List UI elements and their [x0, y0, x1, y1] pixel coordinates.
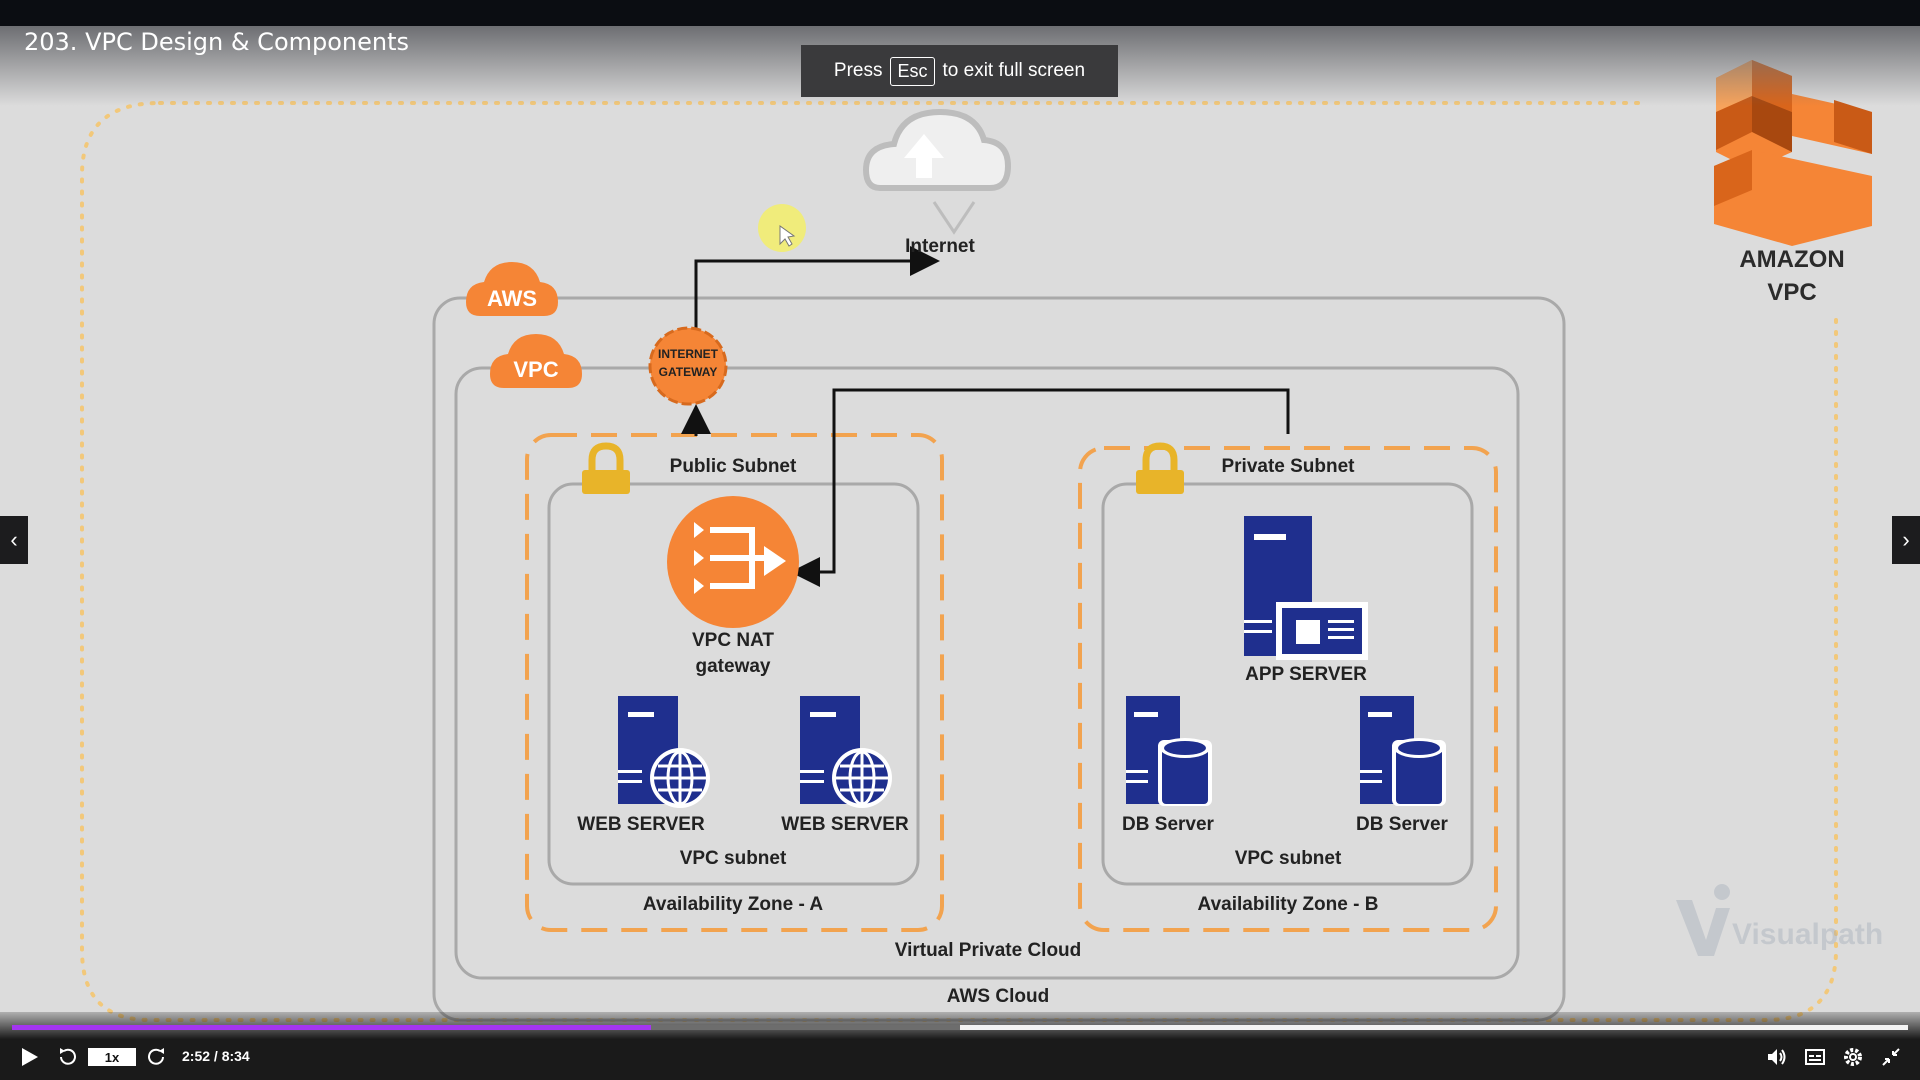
internet-label: Internet: [905, 236, 975, 257]
app-server-icon: [1244, 516, 1368, 660]
progress-played: [12, 1025, 651, 1030]
az-b-label: Availability Zone - B: [1197, 894, 1379, 915]
video-title: 203. VPC Design & Components: [24, 28, 410, 56]
nat-label-line2: gateway: [695, 656, 771, 677]
volume-button[interactable]: [1764, 1044, 1790, 1070]
aws-badge-label: AWS: [486, 286, 538, 311]
web-server-2-label: WEB SERVER: [781, 814, 909, 835]
db-server-icon: [1126, 696, 1212, 806]
playback-rate-button[interactable]: 1x: [88, 1048, 136, 1066]
subnet-a-box: [547, 482, 920, 886]
brand-line1: AMAZON: [1739, 246, 1845, 273]
next-lecture-button[interactable]: ›: [1892, 516, 1920, 564]
public-subnet-lock-icon: [582, 442, 630, 494]
rewind-icon: [60, 1048, 76, 1065]
vpc-badge-cloud: [490, 334, 582, 388]
internet-cloud-icon: [862, 108, 1012, 235]
captions-icon: [1805, 1049, 1825, 1065]
vpc-subnet-b-label: VPC subnet: [1234, 848, 1342, 869]
watermark-text: Visualpath: [1732, 918, 1884, 951]
chevron-left-icon: ‹: [10, 527, 18, 552]
fullscreen-toast: Press Esc to exit full screen: [801, 45, 1118, 97]
az-b-box: [1078, 446, 1498, 932]
gear-icon: [1844, 1048, 1862, 1066]
brand-line2: VPC: [1767, 279, 1817, 306]
settings-button[interactable]: [1840, 1044, 1866, 1070]
volume-icon: [1768, 1049, 1786, 1065]
vpc-badge-label: VPC: [513, 357, 559, 382]
esc-key-label: Esc: [890, 56, 935, 86]
player-controls: [0, 1012, 1920, 1080]
igw-label-line2: GATEWAY: [658, 365, 718, 379]
nat-label-line1: VPC NAT: [692, 630, 774, 651]
web-server-1-label: WEB SERVER: [577, 814, 705, 835]
private-subnet-label: Private Subnet: [1221, 456, 1355, 477]
watermark-logo: Visualpath: [1672, 880, 1892, 960]
private-subnet-lock-icon: [1136, 442, 1184, 494]
public-subnet-label: Public Subnet: [669, 456, 797, 477]
time-display: 2:52 / 8:34: [182, 1048, 250, 1064]
forward-icon: [148, 1048, 164, 1065]
igw-to-internet-arrow: [694, 246, 940, 330]
web-server-icon: [618, 696, 710, 808]
rewind-button[interactable]: [54, 1044, 80, 1070]
cursor-pointer-icon: [779, 225, 796, 247]
igw-label-line1: INTERNET: [658, 347, 718, 361]
vpc-subnet-a-label: VPC subnet: [679, 848, 787, 869]
aws-cloud-label: AWS Cloud: [946, 986, 1050, 1007]
toast-text-after: to exit full screen: [942, 60, 1086, 81]
exit-fullscreen-button[interactable]: [1878, 1044, 1904, 1070]
db-server-1-label: DB Server: [1122, 814, 1214, 835]
watermark-v-icon: [1676, 884, 1730, 956]
web-server-icon: [800, 696, 892, 808]
az-a-label: Availability Zone - A: [642, 894, 824, 915]
az-a-box: [525, 433, 944, 932]
slide-dotted-border: [80, 101, 1838, 1022]
top-bar: [0, 0, 1920, 26]
progress-bar[interactable]: [12, 1025, 1908, 1030]
play-button[interactable]: [16, 1044, 42, 1070]
play-icon: [22, 1048, 38, 1066]
db-server-2-label: DB Server: [1356, 814, 1448, 835]
vpc-box: [454, 366, 1520, 980]
chevron-right-icon: ›: [1902, 527, 1910, 552]
app-server-label: APP SERVER: [1245, 664, 1367, 685]
toast-text-before: Press: [833, 60, 883, 81]
previous-lecture-button[interactable]: ‹: [0, 516, 28, 564]
subnet-b-box: [1101, 482, 1474, 886]
nat-gateway-icon: [667, 496, 799, 628]
captions-button[interactable]: [1802, 1044, 1828, 1070]
db-server-icon: [1360, 696, 1446, 806]
exit-fullscreen-icon: [1882, 1048, 1900, 1066]
private-to-nat-arrow: [790, 388, 1290, 587]
aws-badge-cloud: [466, 262, 558, 316]
virtual-private-cloud-label: Virtual Private Cloud: [894, 940, 1082, 961]
forward-button[interactable]: [144, 1044, 170, 1070]
internet-gateway-icon: [648, 326, 728, 406]
